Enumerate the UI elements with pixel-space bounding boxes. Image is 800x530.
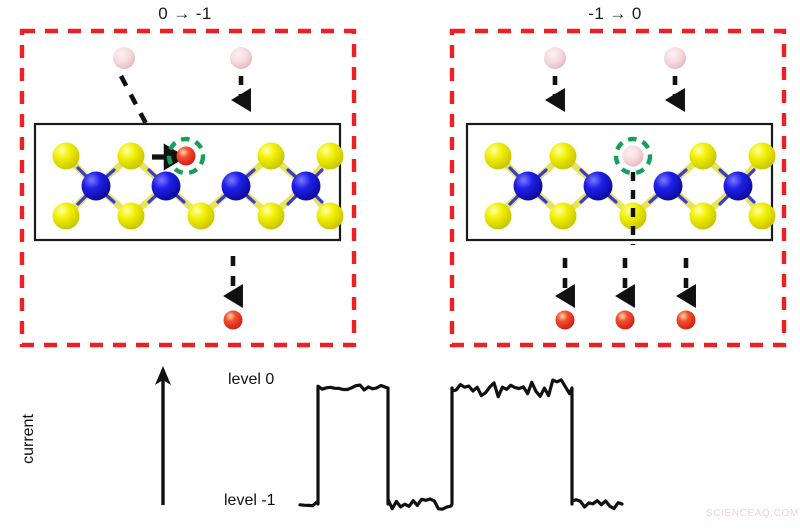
pink-vacancy-atom-right bbox=[622, 145, 644, 167]
current-trace-plot bbox=[155, 366, 624, 511]
sulfur-atoms-left bbox=[52, 142, 344, 230]
sputtered-ion-right-2 bbox=[615, 310, 635, 330]
panel-left bbox=[19, 28, 357, 348]
panel-right-dashed-border bbox=[449, 28, 787, 348]
incident-ion-right-1 bbox=[544, 47, 566, 69]
panel-right-title: -1 → 0 bbox=[588, 4, 642, 23]
sputtered-ion-right-1 bbox=[555, 310, 575, 330]
current-axis-label: current bbox=[20, 414, 37, 464]
sputtered-ion-right-3 bbox=[676, 310, 696, 330]
molybdenum-atoms-right bbox=[513, 171, 753, 201]
sulfur-atoms-right bbox=[484, 142, 776, 230]
incident-ion-right-2 bbox=[664, 47, 686, 69]
panel-left-title: 0 → -1 bbox=[158, 4, 212, 23]
incident-ion-left-2 bbox=[230, 47, 252, 69]
level-0-label: level 0 bbox=[228, 371, 275, 388]
trajectory-arrow-left-slanted bbox=[118, 74, 169, 165]
panel-left-dashed-border bbox=[19, 28, 357, 348]
panel-right bbox=[449, 28, 787, 348]
sputtered-ion-left bbox=[223, 310, 243, 330]
current-axis-arrowhead bbox=[155, 366, 171, 385]
molybdenum-atoms-left bbox=[81, 171, 321, 201]
lattice-box-left bbox=[33, 122, 342, 242]
red-adatom-left bbox=[176, 146, 196, 166]
defect-highlight-circle-left bbox=[166, 136, 206, 176]
rts-signal-trace bbox=[298, 378, 624, 511]
defect-highlight-circle-right bbox=[613, 136, 653, 176]
level-minus-1-label: level -1 bbox=[224, 492, 276, 509]
watermark: SCIENCEAQ.COM bbox=[706, 508, 799, 519]
incident-ion-left-1 bbox=[113, 47, 135, 69]
